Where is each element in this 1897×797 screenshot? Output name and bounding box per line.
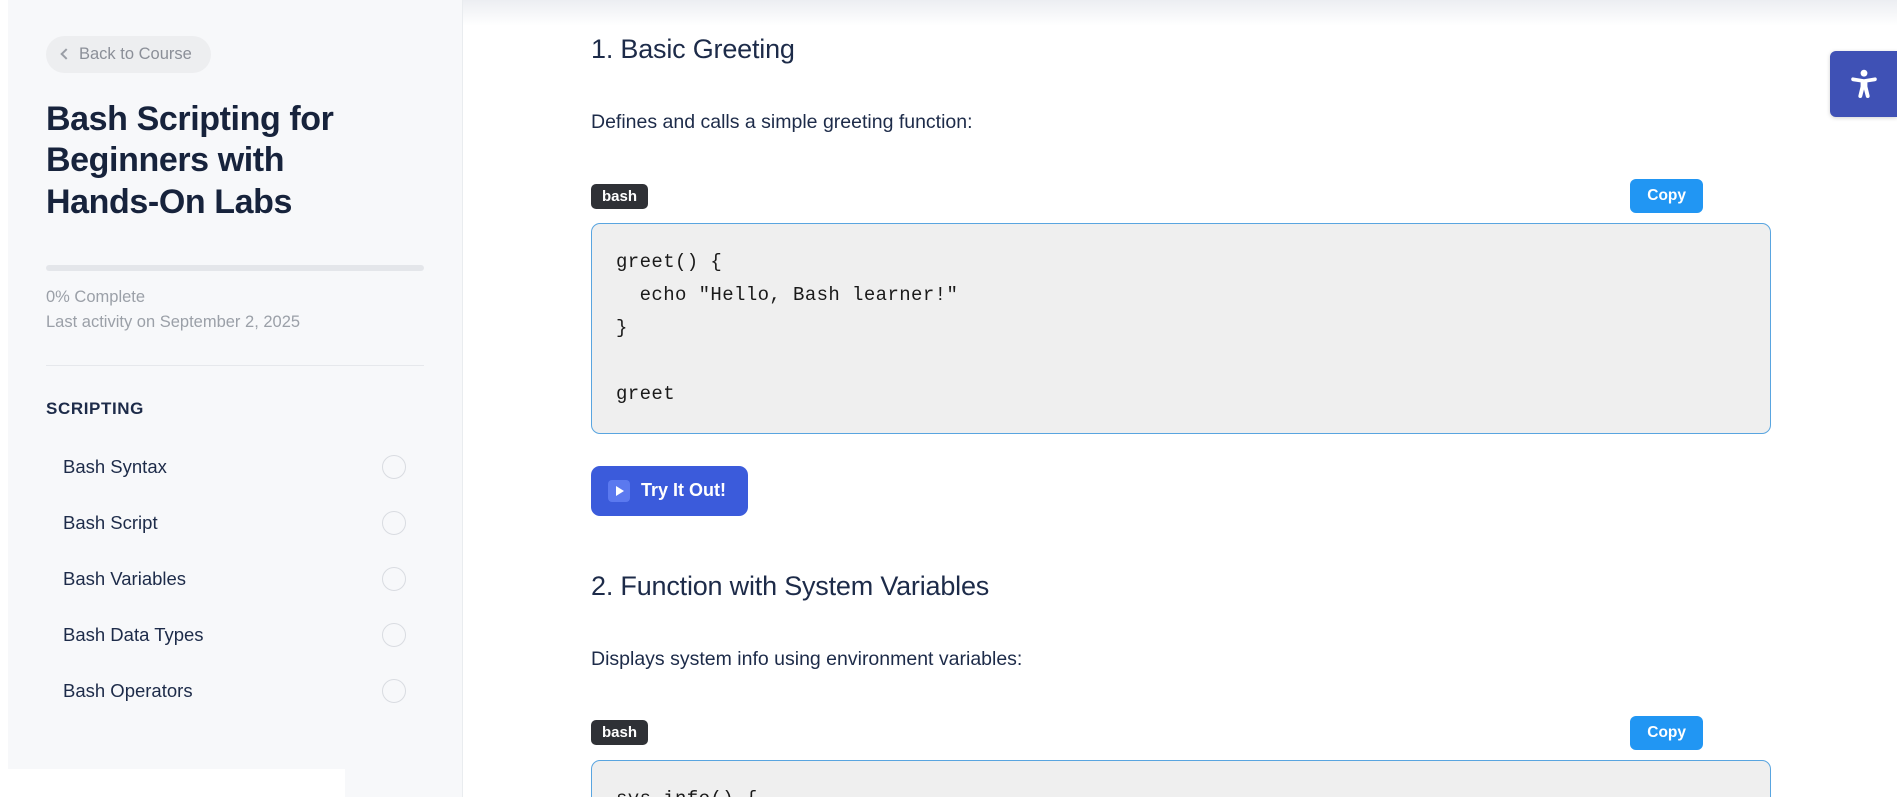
try-it-out-label: Try It Out! <box>641 480 726 501</box>
left-gutter <box>0 0 8 797</box>
section-1-description: Defines and calls a simple greeting func… <box>591 111 973 133</box>
code-block-2-header: bash Copy <box>591 715 1823 750</box>
lesson-label: Bash Script <box>63 511 158 533</box>
play-icon <box>608 479 630 502</box>
lesson-content: 1. Basic Greeting Defines and calls a si… <box>463 0 1897 797</box>
back-to-course-button[interactable]: Back to Course <box>46 36 211 73</box>
lesson-label: Bash Operators <box>63 679 193 701</box>
last-activity-label: Last activity on September 2, 2025 <box>46 313 301 332</box>
code-snippet-2[interactable]: sys_info() { echo "User: $USER" <box>591 759 1771 797</box>
sidebar-item-bash-data-types[interactable]: Bash Data Types <box>46 607 424 663</box>
course-progress: 0% Complete Last activity on September 2… <box>46 265 424 335</box>
lesson-label: Bash Data Types <box>63 623 204 645</box>
sidebar-divider <box>46 364 424 366</box>
sidebar-item-bash-variables[interactable]: Bash Variables <box>46 551 424 607</box>
copy-code-button-1[interactable]: Copy <box>1630 179 1703 214</box>
code-block-1-header: bash Copy <box>591 179 1823 214</box>
section-2-heading: 2. Function with System Variables <box>591 570 990 601</box>
lesson-status-circle-icon[interactable] <box>382 622 406 647</box>
lesson-status-circle-icon[interactable] <box>382 454 406 479</box>
section-1-heading: 1. Basic Greeting <box>591 34 795 64</box>
sidebar-item-bash-syntax[interactable]: Bash Syntax <box>46 439 424 495</box>
lesson-label: Bash Variables <box>63 567 187 589</box>
progress-track <box>46 265 424 272</box>
code-snippet-1[interactable]: greet() { echo "Hello, Bash learner!" } … <box>591 223 1771 434</box>
sidebar-bottom-overlay <box>8 769 345 797</box>
back-to-course-label: Back to Course <box>79 45 192 63</box>
code-block-2: bash Copy sys_info() { echo "User: $USER… <box>591 715 1823 797</box>
course-sidebar: Back to Course Bash Scripting for Beginn… <box>8 0 463 797</box>
accessibility-widget-button[interactable] <box>1830 51 1897 117</box>
code-block-1: bash Copy greet() { echo "Hello, Bash le… <box>591 179 1823 434</box>
sidebar-section-label: SCRIPTING <box>46 398 144 418</box>
try-it-out-button[interactable]: Try It Out! <box>591 465 748 516</box>
progress-percent-label: 0% Complete <box>46 288 146 307</box>
language-badge: bash <box>591 183 649 209</box>
section-2-description: Displays system info using environment v… <box>591 647 1023 670</box>
chevron-left-icon <box>60 48 72 60</box>
copy-code-button-2[interactable]: Copy <box>1630 715 1703 750</box>
accessibility-person-icon <box>1850 69 1877 99</box>
sidebar-item-bash-operators[interactable]: Bash Operators <box>46 663 424 719</box>
course-title: Bash Scripting for Beginners with Hands-… <box>46 100 334 221</box>
lesson-list: Bash Syntax Bash Script Bash Variables B… <box>46 439 424 719</box>
language-badge: bash <box>591 720 649 746</box>
lesson-status-circle-icon[interactable] <box>382 678 406 703</box>
lesson-label: Bash Syntax <box>63 455 167 477</box>
sidebar-item-bash-script[interactable]: Bash Script <box>46 495 424 551</box>
lesson-status-circle-icon[interactable] <box>382 510 406 535</box>
lesson-status-circle-icon[interactable] <box>382 566 406 591</box>
